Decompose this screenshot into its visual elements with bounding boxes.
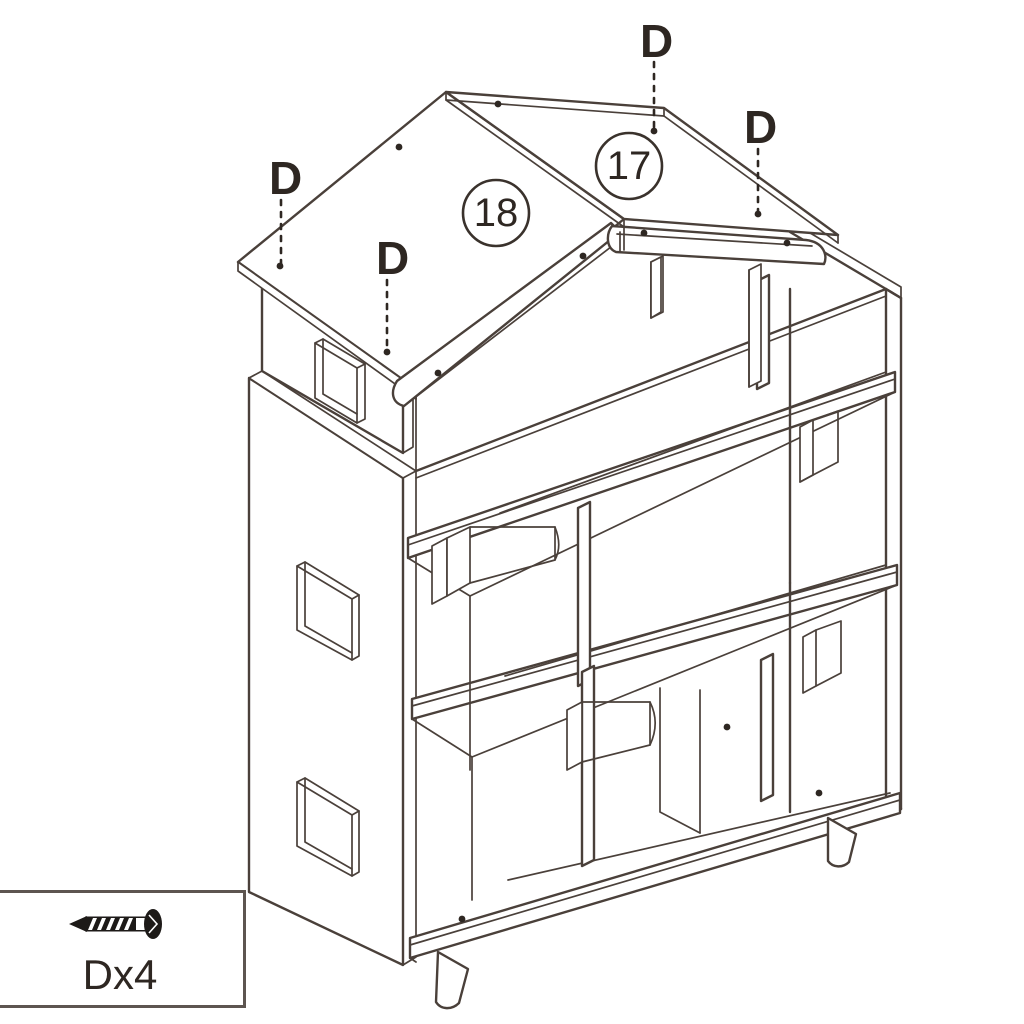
step-number-text: 17 xyxy=(606,144,652,188)
hardware-label-d: D xyxy=(640,15,674,67)
screw-hole-dot xyxy=(383,348,391,356)
dollhouse-body xyxy=(247,223,903,1010)
roof-assembly xyxy=(236,90,840,472)
hardware-label-d: D xyxy=(376,232,410,284)
screw-hole-dot xyxy=(815,789,823,797)
screw-hole-dots xyxy=(276,100,823,923)
screw-hole-dot xyxy=(494,100,502,108)
leader-lines xyxy=(279,60,760,354)
screw-hole-dot xyxy=(783,239,791,247)
parts-quantity-label: Dx4 xyxy=(82,951,158,998)
screw-icon xyxy=(69,909,162,939)
screw-icon-holder xyxy=(0,907,243,941)
screw-hole-dot xyxy=(650,127,658,135)
step-number-circle xyxy=(594,131,664,201)
screw-hole-dot xyxy=(458,915,466,923)
step-number-circles xyxy=(461,131,664,248)
screw-hole-dot xyxy=(640,229,648,237)
step-number-circle xyxy=(461,178,531,248)
screw-hole-dot xyxy=(395,143,403,151)
hardware-label-d: D xyxy=(269,152,303,204)
parts-legend-box: Dx4 xyxy=(0,890,246,1008)
screw-hole-dot xyxy=(434,369,442,377)
screw-hole-dot xyxy=(579,252,587,260)
shelf-group xyxy=(406,370,902,960)
step-number-text: 18 xyxy=(473,191,519,235)
screw-hole-dot xyxy=(723,723,731,731)
hardware-label-d: D xyxy=(744,101,778,153)
